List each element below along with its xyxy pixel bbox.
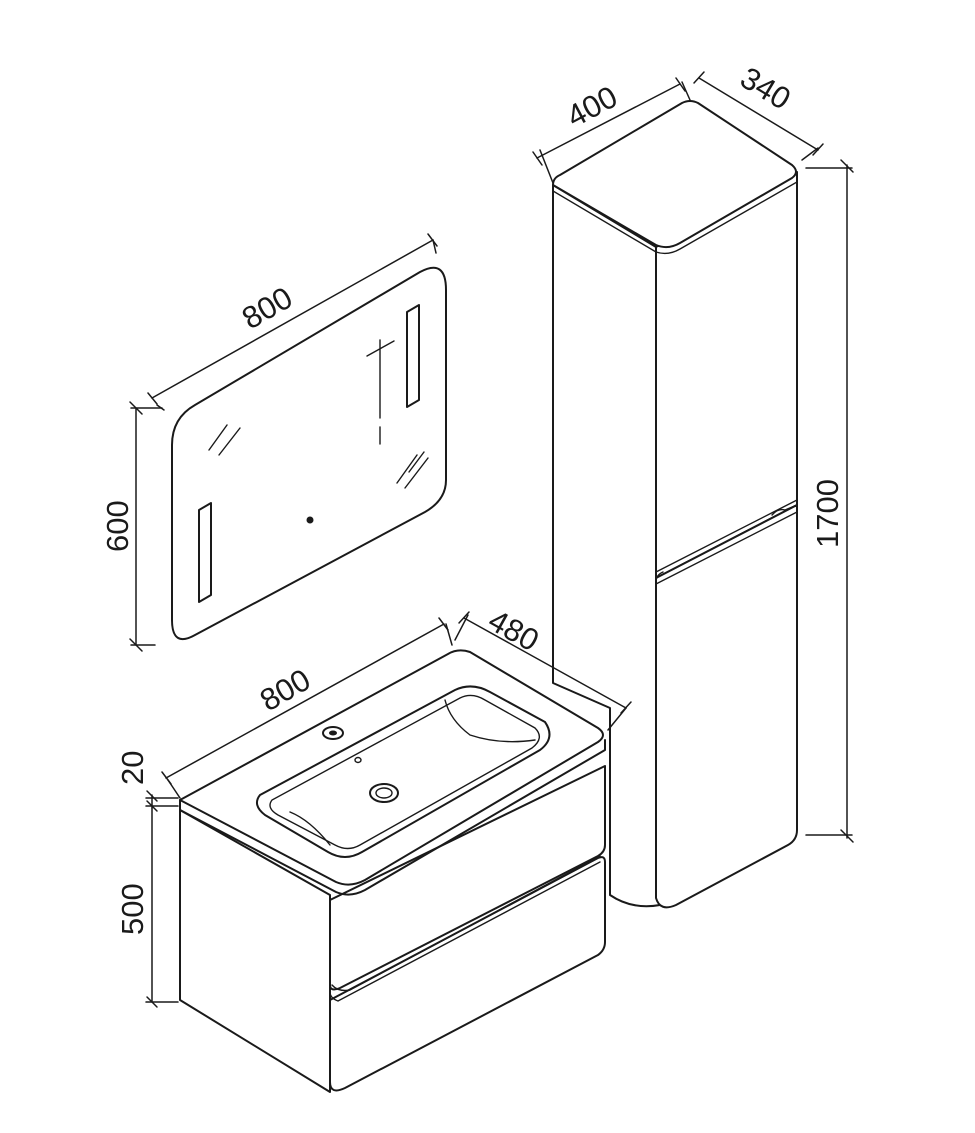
tall-cabinet-height-label: 1700: [810, 479, 845, 548]
mirror-led-strip-right: [406, 304, 420, 408]
mirror-led-strip-left: [198, 502, 212, 603]
mirror-panel: [171, 266, 447, 640]
vanity-width-label: 800: [254, 662, 316, 718]
tall-cabinet-door-gap: [655, 499, 798, 585]
tall-cabinet-height-dimension: 1700: [805, 159, 854, 843]
vanity-side-face: [179, 809, 331, 1093]
vanity-height-label: 500: [115, 883, 150, 935]
vanity-depth-label: 480: [483, 603, 545, 659]
vanity-top-thickness-label: 20: [115, 751, 150, 785]
vanity-countertop: [179, 649, 604, 886]
mirror-height-label: 600: [100, 500, 135, 552]
vanity-basin-inner: [269, 694, 540, 850]
vanity-top-thickness-dimension: 20: [115, 751, 179, 812]
tall-cabinet-lower-door: [655, 504, 798, 909]
tall-cabinet-depth-label: 340: [734, 60, 796, 117]
vanity-cabinet: [179, 649, 606, 1093]
mirror-reflection-marks: [208, 424, 429, 489]
vanity-upper-drawer: [329, 765, 606, 991]
vanity-height-dimension: 500: [115, 807, 179, 1008]
tall-cabinet-top: [552, 100, 797, 249]
mirror: [171, 266, 447, 640]
vanity-countertop-edge: [179, 739, 606, 896]
mirror-width-label: 800: [236, 280, 298, 336]
tall-cabinet: [552, 100, 798, 909]
vanity-basin-outer: [255, 685, 551, 858]
mirror-sensor-dot: [306, 516, 314, 524]
mirror-height-dimension: 600: [100, 401, 163, 652]
vanity-overflow-hole: [354, 756, 362, 764]
tall-cabinet-width-label: 400: [561, 79, 623, 134]
vanity-drain: [369, 783, 399, 803]
mirror-cross-mark: [366, 339, 395, 445]
vanity-lower-drawer: [329, 856, 606, 1092]
vanity-tap-hole: [322, 726, 344, 740]
